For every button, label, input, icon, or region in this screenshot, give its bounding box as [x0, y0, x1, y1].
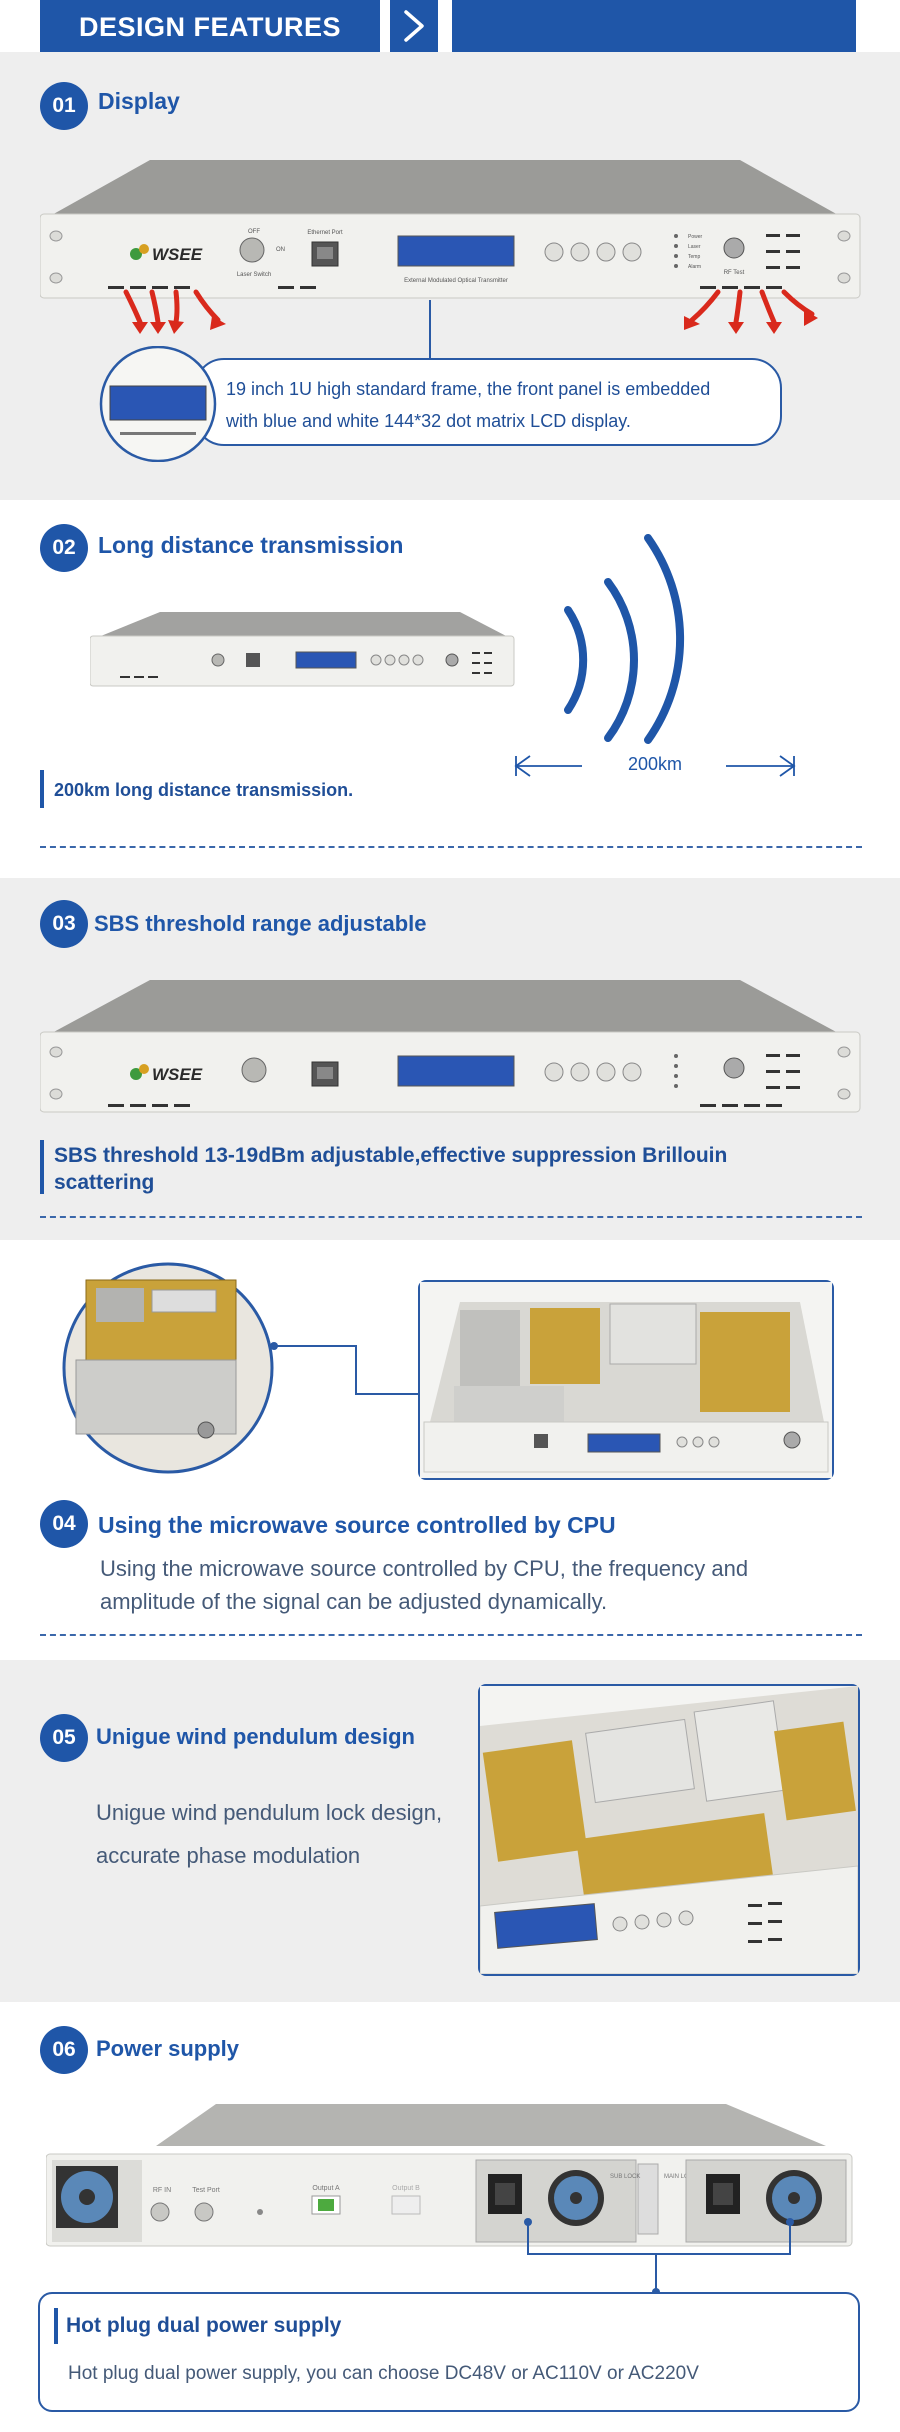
section-05-line1: Unigue wind pendulum lock design,: [96, 1800, 443, 1825]
test-port-label: Test Port: [192, 2187, 220, 2194]
header-title: DESIGN FEATURES: [78, 12, 342, 42]
sbs-device-brand-logo: WSEE: [152, 1065, 203, 1084]
distance-label: 200km: [628, 754, 683, 774]
sub-lock-label: SUB LOCK: [610, 2174, 640, 2180]
section-03-caption-bar: [40, 1140, 44, 1194]
signal-waves-icon: [514, 534, 796, 777]
section-04-badge: 04: [40, 1500, 88, 1548]
output-b-label: Output B: [392, 2185, 420, 2192]
section-03-divider: [40, 1216, 862, 1218]
section-02-caption: 200km long distance transmission.: [54, 780, 354, 800]
section-04-text: Using the microwave source controlled by…: [100, 1552, 880, 1618]
cpu-interior-photo: [420, 1282, 832, 1478]
led-laser-label: Laser: [688, 244, 701, 250]
key-off-label: OFF: [248, 229, 260, 235]
led-alarm-label: Alarm: [688, 264, 701, 270]
power-box-title-bar: [54, 2308, 58, 2344]
header-banner-left: [40, 0, 380, 52]
section-03-caption: SBS threshold 13-19dBm adjustable,effect…: [54, 1142, 854, 1197]
section-01-title: Display: [98, 88, 180, 114]
long-distance-device-illustration: [90, 612, 515, 687]
display-callout-text: 19 inch 1U high standard frame, the fron…: [226, 374, 786, 437]
cpu-zoom-circle: [62, 1262, 274, 1474]
rf-test-label: RF Test: [724, 270, 745, 276]
section-02-title: Long distance transmission: [98, 532, 404, 558]
cpu-callout-connector: [270, 1342, 428, 1398]
power-box-title: Hot plug dual power supply: [66, 2314, 342, 2337]
display-device-illustration: WSEE OFF ON Laser Switch Ethernet Port E…: [40, 160, 861, 334]
power-supply-info-box: [38, 2292, 860, 2412]
power-callout-connector: [524, 2218, 794, 2296]
section-05-text: Unigue wind pendulum lock design, accura…: [96, 1792, 486, 1878]
section-06-title: Power supply: [96, 2036, 240, 2061]
rear-panel-illustration: RF IN Test Port Output A Output B SUB LO…: [46, 2104, 853, 2247]
led-temp-label: Temp: [688, 254, 700, 260]
section-02-divider: [40, 846, 862, 848]
output-a-label: Output A: [312, 2185, 340, 2192]
power-box-text: Hot plug dual power supply, you can choo…: [68, 2363, 699, 2384]
device-brand-logo: WSEE: [152, 245, 203, 264]
section-04-title: Using the microwave source controlled by…: [98, 1512, 616, 1538]
section-06-badge: 06: [40, 2026, 88, 2074]
section-04-line2: amplitude of the signal can be adjusted …: [100, 1589, 608, 1614]
rf-in-label: RF IN: [153, 2187, 171, 2194]
chevron-right-icon: [404, 10, 424, 42]
sbs-device-illustration: WSEE: [40, 980, 861, 1113]
section-05-title: Unigue wind pendulum design: [96, 1724, 415, 1749]
section-03-caption-line2: scattering: [54, 1171, 155, 1195]
section-01-badge: 01: [40, 82, 88, 130]
lcd-zoom-circle: [99, 346, 217, 462]
section-02-caption-bar: [40, 770, 44, 808]
header-arrow-box: [390, 0, 438, 52]
section-04-line1: Using the microwave source controlled by…: [100, 1556, 749, 1581]
display-callout-box: [194, 358, 782, 446]
ethernet-port-label: Ethernet Port: [307, 230, 343, 236]
display-callout-line1: 19 inch 1U high standard frame, the fron…: [226, 379, 711, 399]
laser-switch-label: Laser Switch: [237, 272, 271, 278]
main-lock-label: MAIN LOCK: [664, 2174, 697, 2180]
section-03-title: SBS threshold range adjustable: [94, 911, 427, 936]
device-model-label: External Modulated Optical Transmitter: [404, 278, 508, 284]
section-05-line2: accurate phase modulation: [96, 1842, 361, 1868]
section-04-divider: [40, 1634, 862, 1636]
section-03-badge: 03: [40, 900, 88, 948]
wind-pendulum-photo: [480, 1686, 858, 1974]
section-03-caption-line1: SBS threshold 13-19dBm adjustable,effect…: [54, 1144, 728, 1167]
key-on-label: ON: [276, 247, 285, 253]
display-callout-line2: with blue and white 144*32 dot matrix LC…: [226, 410, 631, 431]
section-05-badge: 05: [40, 1714, 88, 1762]
led-power-label: Power: [688, 234, 703, 240]
header-banner-right: [452, 0, 856, 52]
section-02-badge: 02: [40, 524, 88, 572]
